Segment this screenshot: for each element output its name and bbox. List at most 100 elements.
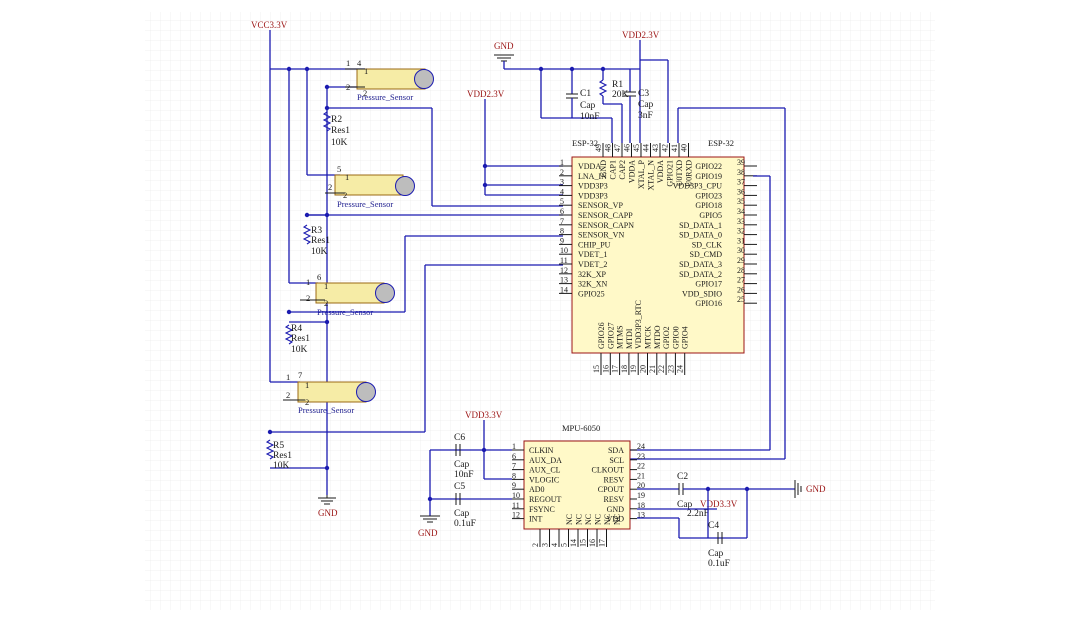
- svg-text:1: 1: [324, 281, 328, 291]
- mpu-pin-num: 1: [512, 442, 516, 451]
- mpu-pin-num: 22: [637, 462, 645, 471]
- esp-pin-num: 16: [601, 365, 610, 373]
- svg-text:C4: C4: [708, 521, 719, 531]
- svg-text:2: 2: [328, 182, 332, 192]
- svg-text:20K: 20K: [612, 90, 629, 100]
- svg-text:5: 5: [337, 164, 341, 174]
- mpu-title: MPU-6050: [562, 423, 600, 433]
- capacitor-c3[interactable]: C3 Cap 3nF: [624, 69, 654, 143]
- esp-pin-label: VDDA: [578, 162, 601, 171]
- pressure-sensor-1[interactable]: 1 1 2 2 4 Pressure_Sensor: [345, 58, 434, 102]
- svg-text:0.1uF: 0.1uF: [708, 559, 730, 569]
- sensor-2-label: Pressure_Sensor: [337, 199, 393, 209]
- capacitor-c6[interactable]: C6 Cap 10nF: [454, 433, 474, 480]
- mpu-pin-num: 24: [637, 442, 645, 451]
- svg-text:2: 2: [343, 190, 347, 200]
- gnd-symbol-left: GND: [318, 495, 338, 518]
- svg-text:10K: 10K: [291, 345, 308, 355]
- esp-pin-num: 41: [670, 144, 679, 152]
- resistor-r5[interactable]: R5 Res1 10K: [265, 439, 292, 471]
- mpu-pin-label: RESV: [604, 495, 625, 504]
- esp32-top-pins: GND49CAP148CAP247VDDA46XTAL_P45XTAL_N44V…: [594, 143, 694, 190]
- resistor-r2[interactable]: R2 Res1 10K: [322, 111, 350, 148]
- resistor-r1[interactable]: R1 20K: [598, 69, 629, 143]
- esp-pin-num: 43: [651, 144, 660, 152]
- esp-pin-label: U0RXD: [685, 160, 694, 187]
- esp-pin-num: 15: [592, 365, 601, 373]
- mpu-pin-label: NC: [575, 514, 584, 525]
- svg-text:10K: 10K: [311, 247, 328, 257]
- gnd-symbol-right: GND: [794, 480, 826, 498]
- capacitor-c1[interactable]: C1 Cap 10nF: [540, 69, 613, 143]
- resistor-r4[interactable]: R4 Res1 10K: [284, 324, 310, 355]
- esp-pin-label: CAP1: [609, 160, 618, 180]
- esp-pin-num: 34: [737, 207, 745, 216]
- mpu-pin-label: NC: [613, 514, 622, 525]
- capacitor-c5[interactable]: C5 Cap 0.1uF: [454, 482, 476, 529]
- esp-pin-num: 24: [676, 365, 685, 373]
- vdd-right-rail: VDD3.3V: [637, 489, 748, 539]
- esp-pin-num: 18: [620, 365, 629, 373]
- svg-text:6: 6: [317, 272, 321, 282]
- esp-pin-label: SENSOR_CAPN: [578, 221, 634, 230]
- mpu-pin-num: 23: [637, 452, 645, 461]
- esp-pin-label: CAP2: [618, 160, 627, 180]
- mpu-pin-label: VLOGIC: [529, 475, 559, 484]
- esp-pin-label: GPIO19: [695, 172, 722, 181]
- capacitor-c4[interactable]: C4 Cap 0.1uF: [708, 521, 730, 569]
- svg-text:C5: C5: [454, 482, 465, 492]
- esp-pin-label: VDD3P3: [578, 191, 608, 200]
- esp-pin-label: VDD3P3: [578, 182, 608, 191]
- esp-pin-num: 26: [737, 285, 745, 294]
- capacitor-c2[interactable]: C2 Cap 2.2nF: [637, 472, 795, 519]
- mpu-pin-label: AUX_CL: [529, 466, 561, 475]
- esp-pin-num: 37: [737, 178, 745, 187]
- esp-pin-label: SENSOR_VP: [578, 201, 623, 210]
- mpu-pin-label: CPOUT: [598, 485, 624, 494]
- mpu-pin-num: 14: [569, 539, 578, 547]
- esp-pin-num: 14: [560, 285, 568, 294]
- esp-pin-num: 11: [560, 256, 568, 265]
- esp-pin-num: 17: [611, 365, 620, 373]
- pressure-sensor-4[interactable]: 1 2 1 2 7 Pressure_Sensor: [283, 370, 376, 415]
- gnd-symbol-mid: GND: [418, 515, 440, 538]
- mpu-pin-label: CLKOUT: [592, 466, 625, 475]
- svg-text:0.1uF: 0.1uF: [454, 519, 476, 529]
- esp-pin-num: 32: [737, 227, 745, 236]
- esp-pin-num: 3: [560, 178, 564, 187]
- vcc-rail: VCC3.3V: [251, 20, 288, 69]
- mpu-pin-label: VDD: [607, 515, 625, 524]
- esp-pin-label: SD_DATA_0: [679, 231, 722, 240]
- svg-text:2: 2: [324, 298, 328, 308]
- esp-pin-num: 36: [737, 187, 745, 196]
- mpu-pin-num: 10: [512, 491, 520, 500]
- mpu-pin-num: 17: [598, 539, 607, 547]
- mpu-pin-num: 16: [588, 539, 597, 547]
- esp32-chip[interactable]: ESP-32 ESP-32 VDDA1LNA_IN2VDD3P33VDD3P34…: [559, 138, 757, 375]
- mpu-pin-num: 20: [637, 481, 645, 490]
- esp-pin-label: SD_DATA_1: [679, 221, 722, 230]
- esp-pin-num: 38: [737, 168, 745, 177]
- mpu-pin-label: GND: [607, 505, 625, 514]
- pressure-sensor-2[interactable]: 2 1 2 5 Pressure_Sensor: [325, 164, 415, 209]
- mpu-left-pins: CLKIN1AUX_DA6AUX_CL7VLOGIC8AD09REGOUT10F…: [512, 442, 562, 524]
- mpu6050-chip[interactable]: MPU-6050 CLKIN1AUX_DA6AUX_CL7VLOGIC8AD09…: [512, 423, 645, 547]
- esp-pin-label: VDD3P3_CPU: [673, 182, 723, 191]
- esp-pin-num: 33: [737, 217, 745, 226]
- sensor-1-label: Pressure_Sensor: [357, 92, 413, 102]
- resistor-r3[interactable]: R3 Res1 10K: [302, 224, 330, 257]
- svg-text:3nF: 3nF: [638, 111, 653, 121]
- esp-pin-num: 47: [613, 144, 622, 152]
- mpu-pin-label: CLKIN: [529, 446, 554, 455]
- svg-text:R1: R1: [612, 80, 623, 90]
- svg-text:1: 1: [345, 172, 349, 182]
- esp-pin-num: 4: [560, 187, 564, 196]
- vcc-label: VCC3.3V: [251, 20, 288, 30]
- esp-pin-num: 31: [737, 236, 745, 245]
- esp-pin-label: XTAL_P: [637, 159, 646, 189]
- svg-text:GND: GND: [418, 528, 438, 538]
- svg-text:C3: C3: [638, 89, 649, 99]
- svg-text:Cap: Cap: [454, 509, 470, 519]
- mpu-pin-num: 15: [579, 539, 588, 547]
